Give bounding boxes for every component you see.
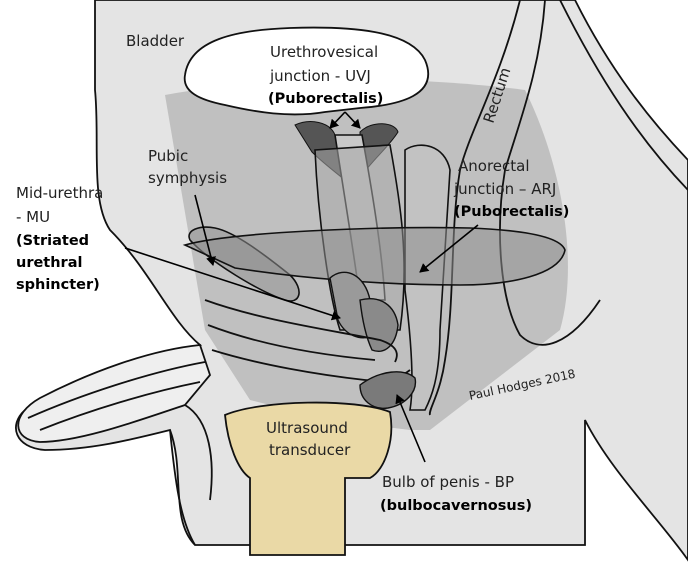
label-mu-line1: Mid-urethra — [16, 184, 103, 202]
label-pubic-line2: symphysis — [148, 169, 227, 187]
label-arj-line1: Anorectal — [458, 157, 530, 175]
label-transducer-line1: Ultrasound — [266, 419, 348, 437]
label-bladder: Bladder — [126, 32, 185, 50]
label-mu-line2: - MU — [16, 208, 50, 226]
label-uvj-muscle: (Puborectalis) — [268, 91, 383, 107]
label-bp-muscle: (bulbocavernosus) — [380, 498, 532, 514]
label-bp-line1: Bulb of penis - BP — [382, 473, 514, 491]
label-transducer-line2: transducer — [269, 441, 351, 459]
label-mu-muscle1: (Striated — [16, 233, 89, 249]
label-arj-muscle: (Puborectalis) — [454, 204, 569, 220]
label-mu-muscle2: urethral — [16, 255, 82, 271]
label-arj-line2: junction – ARJ — [453, 180, 556, 198]
label-mu-muscle3: sphincter) — [16, 277, 100, 293]
label-uvj-line1: Urethrovesical — [270, 43, 378, 61]
label-pubic-line1: Pubic — [148, 147, 188, 165]
label-uvj-line2: junction - UVJ — [269, 67, 371, 85]
